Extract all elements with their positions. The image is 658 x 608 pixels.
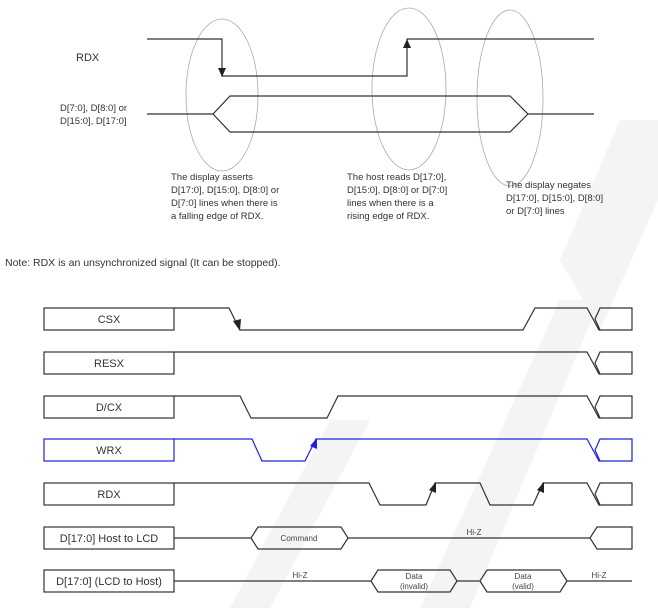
signal-label-box bbox=[43, 351, 175, 375]
svg-text:The display asserts: The display asserts bbox=[171, 172, 253, 183]
caption-assert: The display asserts D[17:0], D[15:0], D[… bbox=[171, 172, 279, 222]
svg-text:The host reads D[17:0],: The host reads D[17:0], bbox=[347, 172, 446, 183]
signal-label: RESX bbox=[94, 358, 125, 370]
rdx-label: RDX bbox=[76, 52, 100, 64]
signal-label-box bbox=[43, 482, 175, 506]
note: Note: RDX is an unsynchronized signal (I… bbox=[5, 257, 280, 269]
svg-text:or D[7:0] lines: or D[7:0] lines bbox=[506, 206, 565, 217]
resx-waveform bbox=[174, 351, 633, 375]
svg-text:rising edge of RDX.: rising edge of RDX. bbox=[347, 211, 429, 222]
signal-row-host-to-lcd: D[17:0] Host to LCD Command Hi-Z bbox=[43, 526, 633, 550]
signal-row-rdx: RDX bbox=[43, 482, 633, 506]
data-valid-label-2: (valid) bbox=[512, 582, 534, 591]
signal-label: WRX bbox=[96, 445, 122, 457]
svg-text:a falling edge of RDX.: a falling edge of RDX. bbox=[171, 211, 263, 222]
watermark bbox=[230, 120, 658, 608]
signal-label: CSX bbox=[98, 314, 121, 326]
lcd-to-host-waveform bbox=[174, 569, 632, 593]
hiz-label-right: Hi-Z bbox=[591, 571, 606, 580]
signal-row-lcd-to-host: D[17:0] (LCD to Host) Hi-Z Data (invalid… bbox=[43, 569, 632, 593]
caption-negate: The display negates D[17:0], D[15:0], D[… bbox=[506, 180, 603, 217]
signal-label: D[17:0] Host to LCD bbox=[60, 533, 158, 545]
dcx-waveform bbox=[174, 395, 633, 419]
svg-text:D[17:0], D[15:0], D[8:0]: D[17:0], D[15:0], D[8:0] bbox=[506, 193, 603, 204]
signal-row-csx: CSX bbox=[43, 307, 633, 331]
data-bus-waveform bbox=[147, 95, 594, 133]
negate-ellipse bbox=[476, 9, 544, 187]
data-invalid-label-1: Data bbox=[406, 572, 423, 581]
hiz-label: Hi-Z bbox=[466, 528, 481, 537]
rising-arrow-icon bbox=[310, 438, 317, 449]
rdx-waveform bbox=[147, 38, 594, 77]
signal-row-resx: RESX bbox=[43, 351, 633, 375]
signal-row-wrx: WRX bbox=[43, 438, 633, 462]
falling-arrow-icon bbox=[233, 319, 241, 331]
signal-label-box bbox=[43, 395, 175, 419]
svg-text:lines when there is a: lines when there is a bbox=[347, 198, 434, 209]
bus-label-1: D[7:0], D[8:0] or bbox=[60, 103, 127, 114]
data-valid-label-1: Data bbox=[515, 572, 532, 581]
caption-read: The host reads D[17:0], D[15:0], D[8:0] … bbox=[347, 172, 447, 222]
read-cycle-diagram: RDX D[7:0], D[8:0] or D[15:0], D[17:0] T… bbox=[5, 7, 603, 269]
rising-arrow-icon bbox=[403, 39, 411, 48]
host-to-lcd-waveform bbox=[174, 526, 633, 550]
svg-text:D[15:0], D[8:0] or D[7:0]: D[15:0], D[8:0] or D[7:0] bbox=[347, 185, 447, 196]
svg-text:D[17:0], D[15:0], D[8:0] or: D[17:0], D[15:0], D[8:0] or bbox=[171, 185, 279, 196]
signal-label: D/CX bbox=[96, 402, 123, 414]
rdx-waveform bbox=[174, 482, 633, 506]
timing-chart: CSX RESX D/CX WRX RDX bbox=[43, 307, 633, 593]
hiz-label-left: Hi-Z bbox=[292, 571, 307, 580]
data-invalid-label-2: (invalid) bbox=[400, 582, 428, 591]
svg-text:The display negates: The display negates bbox=[506, 180, 591, 191]
rising-arrow-icon bbox=[429, 482, 436, 493]
signal-label-box bbox=[43, 438, 175, 462]
rising-arrow-icon bbox=[537, 482, 544, 493]
signal-label: D[17:0] (LCD to Host) bbox=[56, 576, 162, 588]
falling-arrow-icon bbox=[218, 68, 226, 77]
wrx-waveform bbox=[174, 438, 633, 462]
signal-label-box bbox=[43, 307, 175, 331]
svg-text:D[7:0] lines when there is: D[7:0] lines when there is bbox=[171, 198, 278, 209]
bus-label-2: D[15:0], D[17:0] bbox=[60, 116, 127, 127]
signal-row-dcx: D/CX bbox=[43, 395, 633, 419]
rising-edge-ellipse bbox=[371, 7, 447, 171]
falling-edge-ellipse bbox=[185, 18, 259, 172]
command-label: Command bbox=[281, 534, 318, 543]
signal-label: RDX bbox=[97, 489, 121, 501]
